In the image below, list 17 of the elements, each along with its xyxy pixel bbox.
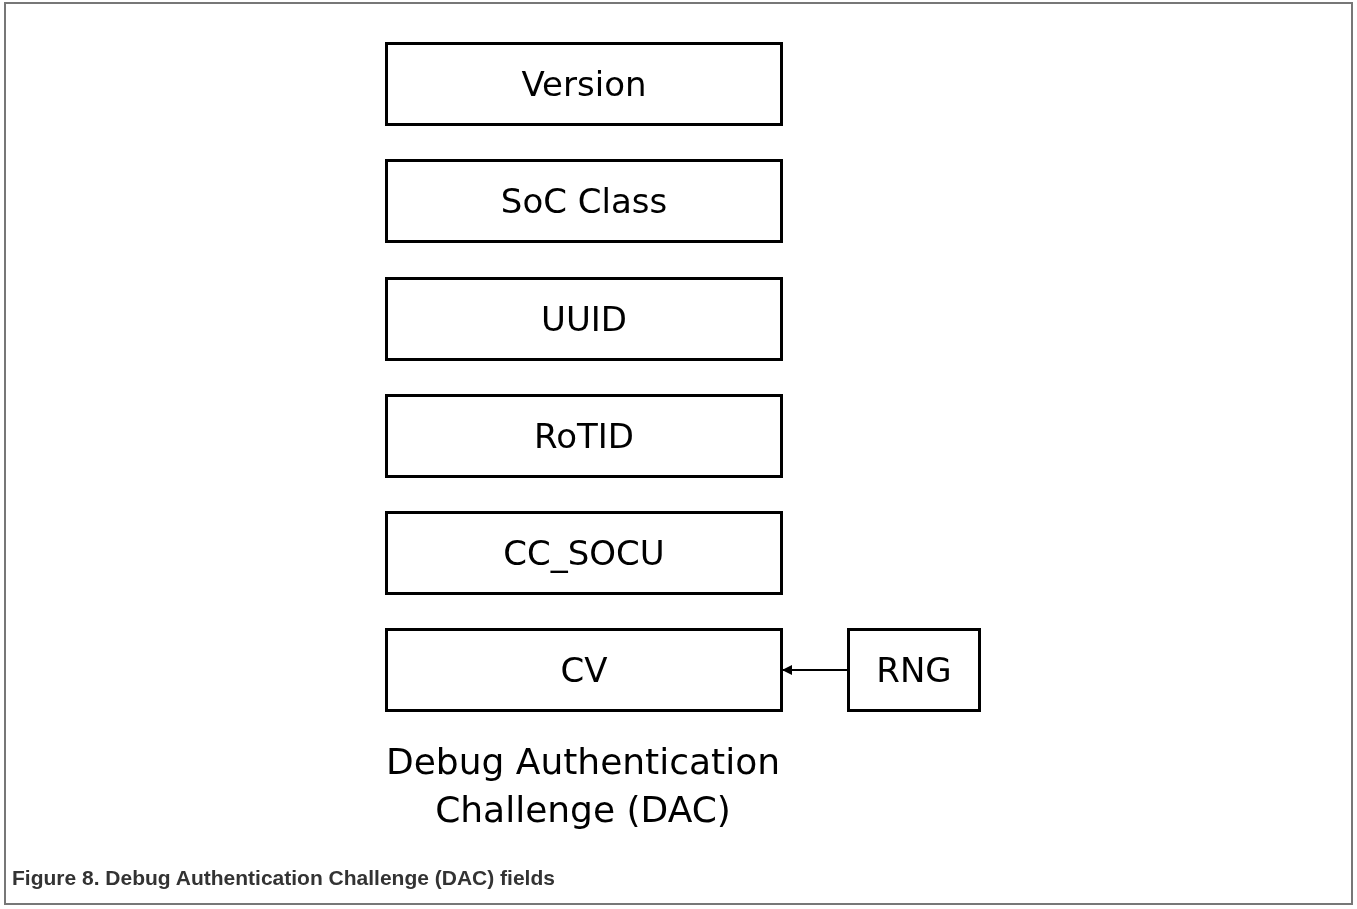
field-box (385, 511, 783, 595)
field-box (385, 394, 783, 478)
field-box (385, 277, 783, 361)
field-name: Version (521, 64, 647, 104)
field-name: CC_SOCU (503, 533, 665, 573)
field-box (385, 42, 783, 126)
field-name: RoTID (534, 416, 634, 456)
field-name: SoC Class (500, 181, 668, 221)
field-box (847, 628, 981, 712)
field-box (385, 159, 783, 243)
figure-caption: Figure 8. Debug Authentication Challenge (DAC) fields (12, 866, 555, 890)
field-name: UUID (541, 299, 627, 339)
field-box (385, 628, 783, 712)
structure-label: Debug Authentication Challenge (DAC) (384, 740, 782, 832)
field-name: RNG (876, 650, 952, 690)
field-name: CV (560, 650, 608, 690)
arrow (782, 665, 848, 675)
